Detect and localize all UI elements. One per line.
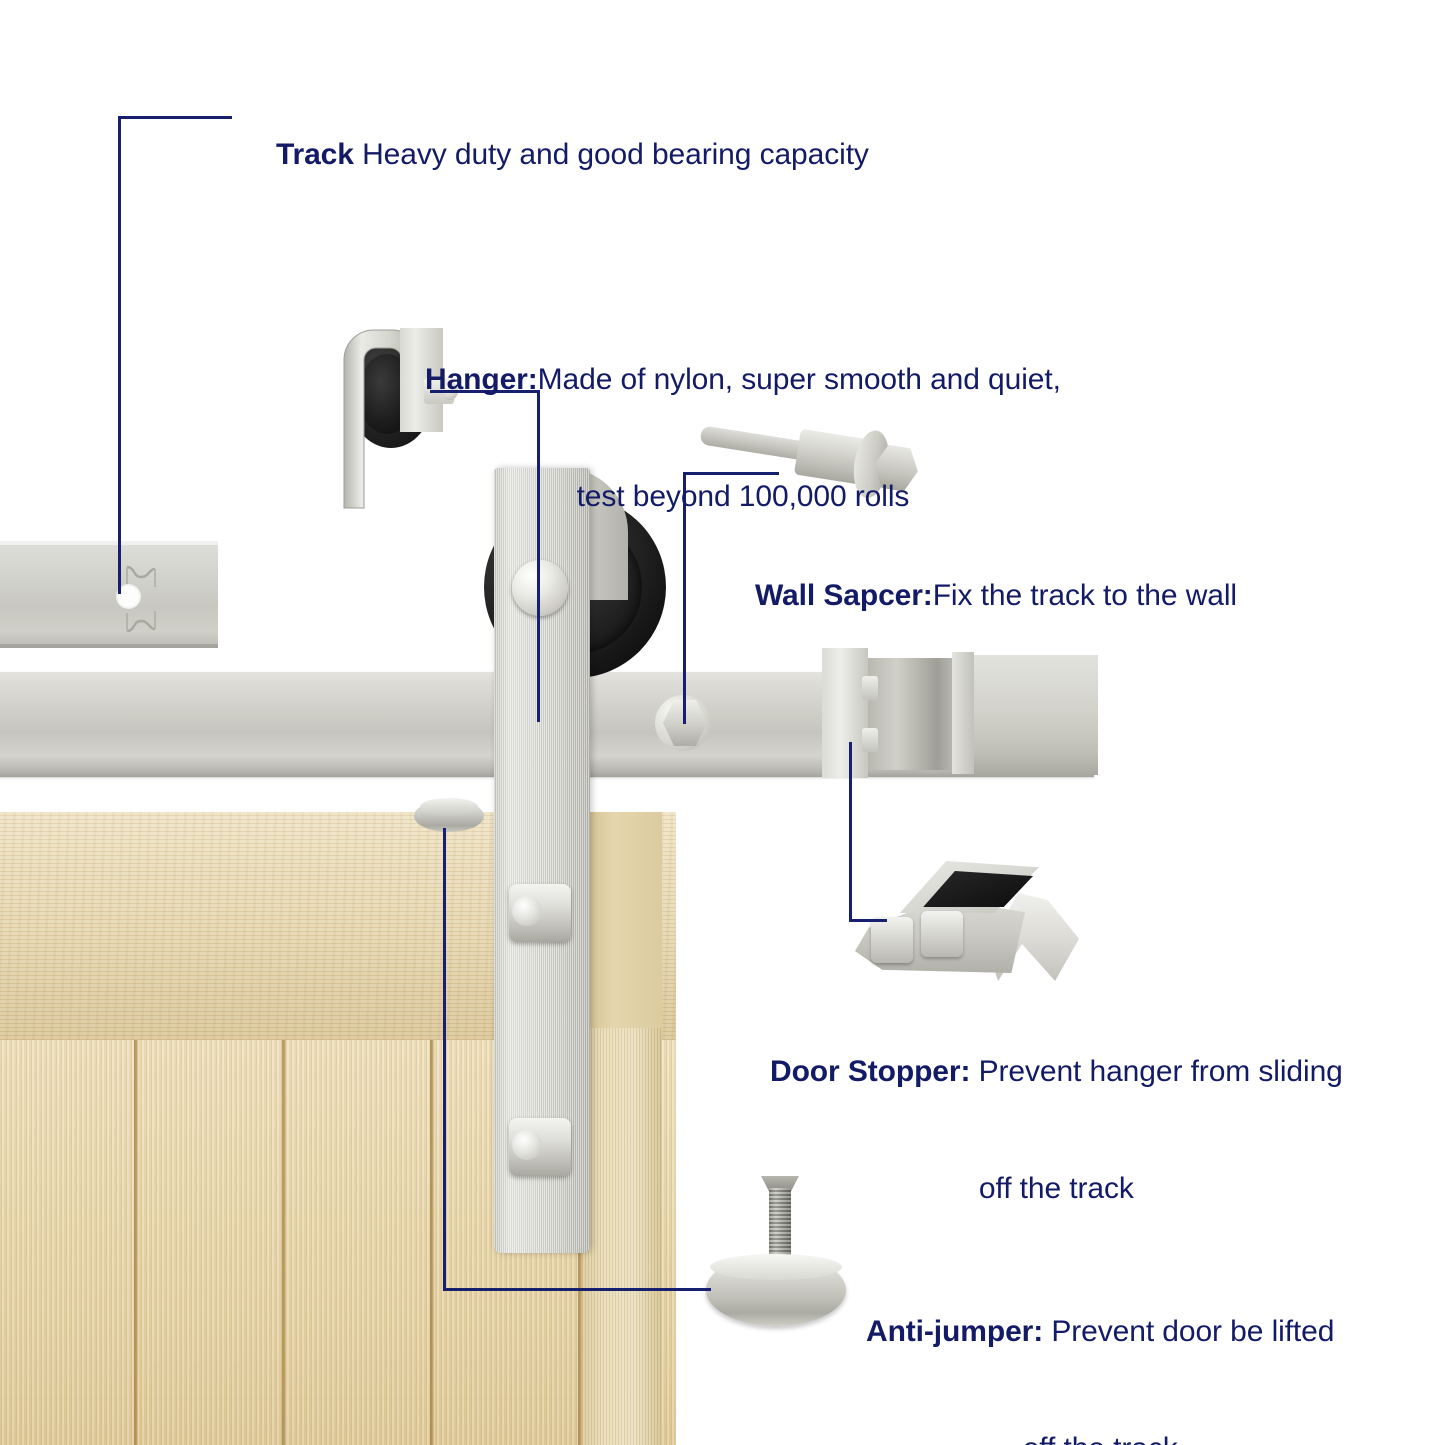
callout-wall-spacer-description: Fix the track to the wall [932, 579, 1237, 612]
door-stopper-set-screw [862, 728, 878, 752]
door-stopper-bracket-right [952, 652, 974, 774]
leader-track-vertical [118, 116, 121, 594]
callout-door-stopper-label: Door Stopper: [770, 1055, 971, 1088]
door-stopper-bracket-inner [868, 658, 964, 770]
callout-hanger-label: Hanger: [425, 363, 538, 396]
leader-hanger-horizontal [430, 390, 540, 393]
door-stopper-bolt-left [871, 917, 913, 963]
callout-anti-jumper: Anti-jumper: Prevent door be lifted off … [866, 1234, 1334, 1445]
track-keyhole-icon [126, 565, 156, 633]
panel-groove [430, 1028, 435, 1445]
callout-door-stopper-line2: off the track [978, 1172, 1134, 1205]
door-stopper-part [845, 855, 1079, 981]
callout-wall-spacer-label: Wall Sapcer: [754, 579, 933, 612]
callout-anti-jumper-line1: Anti-jumper: Prevent door be lifted [866, 1312, 1334, 1351]
callout-track-description: Heavy duty and good bearing capacity [353, 138, 869, 171]
leader-hanger-vertical [537, 390, 540, 722]
leader-anti-jumper-vertical [443, 828, 446, 1290]
callout-hanger: Hanger:Made of nylon, super smooth and q… [425, 282, 1061, 594]
callout-anti-jumper-line2: off the track [866, 1429, 1334, 1445]
callout-door-stopper: Door Stopper: Prevent hanger from slidin… [770, 974, 1343, 1286]
track-mounting-hole-sample [0, 541, 218, 648]
anti-jumper-body-top [710, 1254, 842, 1280]
callout-hanger-description: Made of nylon, super smooth and quiet, [537, 363, 1061, 396]
hanger-bolt-lower-center [512, 1130, 542, 1160]
leader-door-stopper-vertical [849, 742, 852, 922]
door-edge-grain [582, 1028, 662, 1445]
door-edge-top [582, 812, 662, 1028]
door-stopper-on-track [822, 648, 977, 778]
leader-track-horizontal [118, 116, 232, 119]
callout-door-stopper-line1: Door Stopper: Prevent hanger from slidin… [770, 1052, 1343, 1091]
door-stopper-set-screw [862, 676, 878, 700]
panel-groove [134, 1028, 139, 1445]
door-right-edge [582, 1028, 662, 1445]
leader-wall-spacer-vertical [683, 472, 686, 724]
track-sample-bottom-edge [0, 644, 218, 648]
nylon-roller-hanger [338, 318, 458, 513]
track-sample-top-edge [0, 541, 218, 545]
leader-wall-spacer-horizontal [683, 472, 779, 475]
anti-jumper-installed-disc-top [420, 798, 478, 816]
callout-hanger-line2: test beyond 100,000 rolls [576, 480, 910, 513]
door-stopper-bolt-right [921, 911, 963, 957]
callout-track-label: Track [275, 138, 354, 171]
track-rail-right-section [963, 655, 1098, 775]
door-stopper-bracket-face [822, 648, 868, 778]
hanger-bolt-upper-center [512, 896, 542, 926]
anti-jumper-screw-threads [769, 1188, 791, 1260]
leader-door-stopper-horizontal [849, 919, 887, 922]
anti-jumper-disc [706, 1176, 846, 1338]
callout-anti-jumper-label: Anti-jumper: [866, 1315, 1044, 1348]
callout-track: Track Heavy duty and good bearing capaci… [243, 96, 869, 213]
callout-hanger-line1: Hanger:Made of nylon, super smooth and q… [425, 360, 1061, 399]
panel-groove [282, 1028, 287, 1445]
anti-jumper-screw [769, 1188, 791, 1260]
callout-door-stopper-description: Prevent hanger from sliding [970, 1055, 1343, 1088]
callout-anti-jumper-description: Prevent door be lifted [1043, 1315, 1335, 1348]
leader-anti-jumper-horizontal [443, 1288, 711, 1291]
callout-wall-spacer: Wall Sapcer:Fix the track to the wall [722, 537, 1237, 654]
hanger-axle-rivet [512, 560, 568, 616]
